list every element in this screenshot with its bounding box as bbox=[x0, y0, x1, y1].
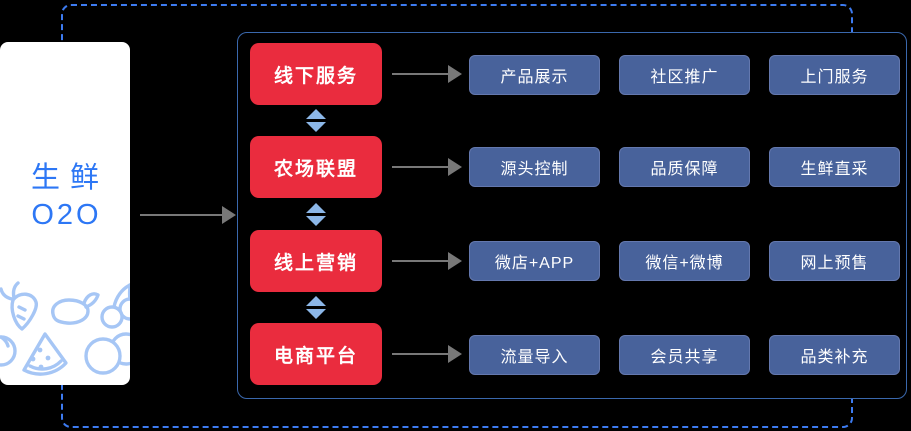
arrow-shaft bbox=[392, 166, 450, 168]
arrow-right-icon bbox=[392, 157, 462, 177]
brand-title-line2: O2O bbox=[31, 199, 102, 231]
target-node: 源头控制 bbox=[469, 147, 600, 187]
triangle-up bbox=[306, 203, 326, 213]
target-node: 上门服务 bbox=[769, 55, 900, 95]
arrow-head bbox=[448, 345, 462, 363]
arrow-shaft bbox=[140, 214, 224, 216]
arrow-right-icon bbox=[392, 344, 462, 364]
watermelon-icon bbox=[22, 332, 68, 376]
target-node: 生鲜直采 bbox=[769, 147, 900, 187]
arrow-right-icon bbox=[140, 205, 236, 225]
target-node: 社区推广 bbox=[619, 55, 750, 95]
target-node: 流量导入 bbox=[469, 335, 600, 375]
cherry-icon bbox=[100, 283, 130, 329]
target-node: 品质保障 bbox=[619, 147, 750, 187]
triangle-down bbox=[306, 309, 326, 319]
produce-icons bbox=[0, 281, 130, 376]
brand-card: 生鲜 O2O bbox=[0, 42, 130, 385]
arrow-head bbox=[448, 158, 462, 176]
target-node: 会员共享 bbox=[619, 335, 750, 375]
brand-title-line1: 生鲜 bbox=[30, 162, 109, 194]
double-arrow-vertical-icon bbox=[306, 203, 326, 226]
arrow-head bbox=[448, 252, 462, 270]
arrow-head bbox=[448, 65, 462, 83]
target-node: 微店+APP bbox=[469, 241, 600, 281]
triangle-down bbox=[306, 122, 326, 132]
tomato-icon bbox=[0, 335, 17, 367]
arrow-shaft bbox=[392, 353, 450, 355]
source-node-ecommerce-platform: 电商平台 bbox=[250, 323, 382, 385]
target-node: 品类补充 bbox=[769, 335, 900, 375]
arrow-right-icon bbox=[392, 64, 462, 84]
source-node-farm-alliance: 农场联盟 bbox=[250, 136, 382, 198]
triangle-up bbox=[306, 109, 326, 119]
source-node-offline-service: 线下服务 bbox=[250, 43, 382, 105]
target-node: 微信+微博 bbox=[619, 241, 750, 281]
target-node: 产品展示 bbox=[469, 55, 600, 95]
carrot-icon bbox=[0, 281, 38, 331]
eggplant-icon bbox=[51, 292, 100, 325]
double-arrow-vertical-icon bbox=[306, 109, 326, 132]
target-node: 网上预售 bbox=[769, 241, 900, 281]
arrow-right-icon bbox=[392, 251, 462, 271]
brand-title: 生鲜 O2O bbox=[0, 160, 130, 234]
arrow-shaft bbox=[392, 260, 450, 262]
arrow-shaft bbox=[392, 73, 450, 75]
peach-icon bbox=[84, 332, 130, 375]
triangle-up bbox=[306, 296, 326, 306]
arrow-head bbox=[222, 206, 236, 224]
double-arrow-vertical-icon bbox=[306, 296, 326, 319]
source-node-online-marketing: 线上营销 bbox=[250, 230, 382, 292]
triangle-down bbox=[306, 216, 326, 226]
